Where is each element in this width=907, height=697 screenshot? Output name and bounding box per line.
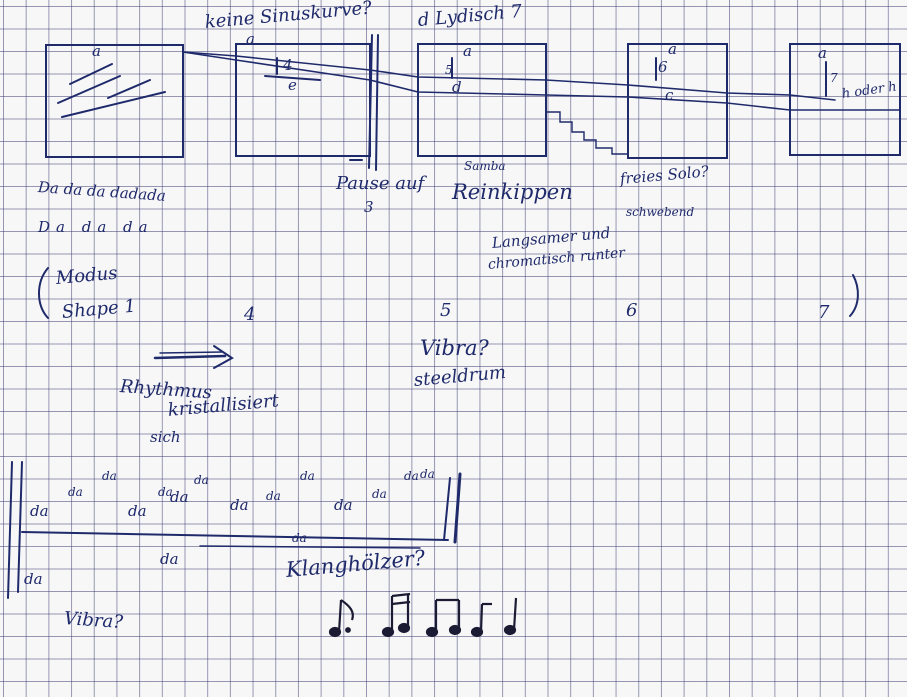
syllable: da	[300, 470, 315, 482]
syllable: da	[334, 498, 353, 513]
modus-number-4: 4	[244, 306, 255, 324]
box4-bottom: c	[665, 88, 673, 103]
lower-da-1: da	[292, 532, 307, 544]
box3-top: a	[463, 44, 472, 59]
syllable: da	[128, 504, 147, 519]
syllable: da	[266, 490, 281, 502]
syllable: da	[68, 486, 83, 498]
syllable: da	[420, 468, 435, 480]
box5-num: 7	[830, 72, 838, 84]
vibra-question-bottom: Vibra?	[63, 610, 123, 632]
pause-note: Pause auf	[336, 175, 424, 193]
syllable: da	[194, 474, 209, 486]
syllable: da	[170, 490, 189, 505]
box2-num: 4	[283, 58, 293, 73]
box4-num: 6	[658, 60, 668, 75]
syllable: da	[102, 470, 117, 482]
box2-bottom: e	[288, 78, 297, 93]
syllable: da	[372, 488, 387, 500]
box3-num: 5	[445, 64, 453, 76]
modus-number-7: 7	[818, 304, 829, 322]
section-box-3	[418, 44, 546, 156]
lower-da-3: da	[24, 572, 43, 587]
syllable: da	[30, 504, 49, 519]
box5-top: a	[818, 46, 827, 61]
rhythmus-line-3: sich	[150, 430, 181, 445]
box4-top: a	[668, 42, 677, 57]
modus-number-6: 6	[626, 302, 637, 320]
box2-top: a	[246, 32, 255, 47]
syllable: da	[230, 498, 249, 513]
lower-da-2: da	[160, 552, 179, 567]
syllable: da	[404, 470, 419, 482]
box3-bottom: d	[452, 80, 462, 95]
samba-note: Samba	[464, 160, 506, 172]
box1-label: a	[92, 44, 101, 59]
schwebend-note: schwebend	[626, 206, 694, 218]
dada-line-2: Da da da	[38, 220, 154, 235]
rhythm-notation	[330, 594, 516, 636]
section-box-1	[46, 45, 183, 157]
section-box-2	[236, 44, 370, 156]
modus-number-5: 5	[440, 302, 451, 320]
pause-number: 3	[364, 200, 374, 215]
vibra-question-top: Vibra?	[420, 338, 489, 359]
reinkippen-note: Reinkippen	[452, 182, 573, 203]
section-box-4	[628, 44, 727, 158]
